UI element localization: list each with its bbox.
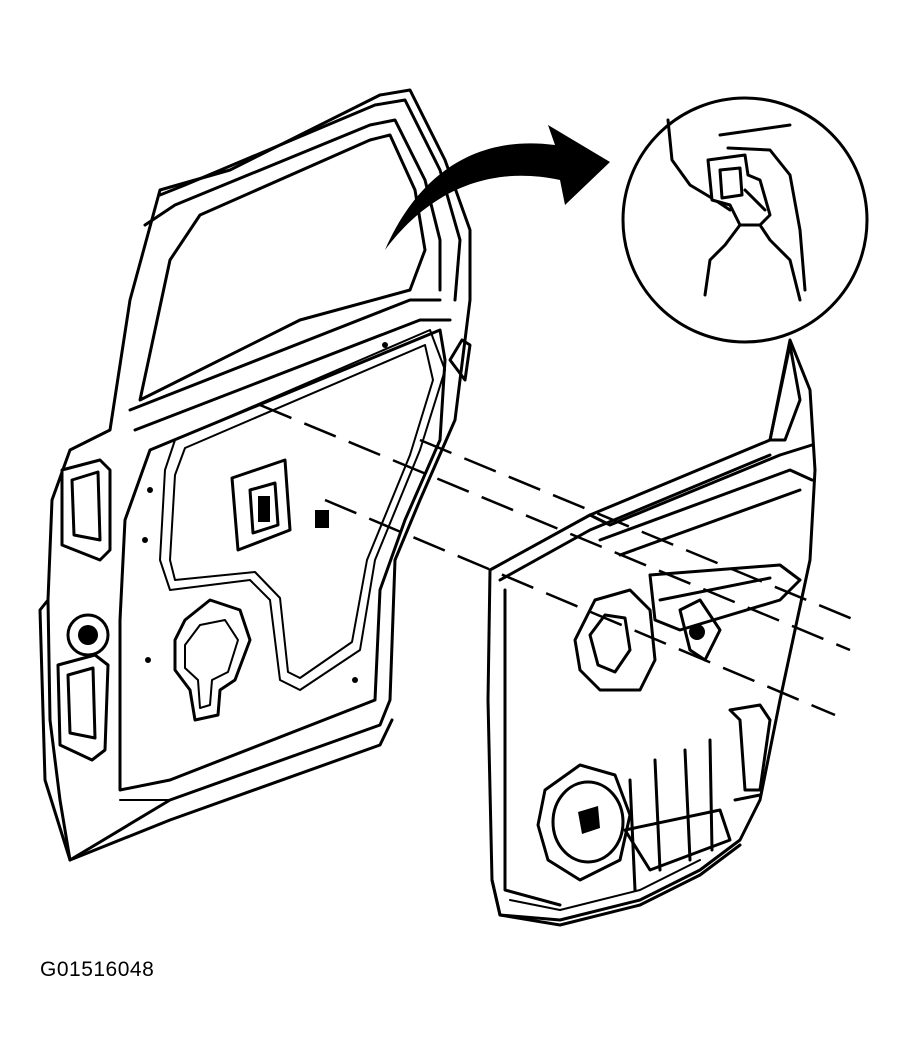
figure-code: G01516048 xyxy=(40,958,155,981)
alignment-lines xyxy=(259,403,856,717)
retainer-clip-detail xyxy=(621,96,869,344)
detail-arrow xyxy=(385,125,610,250)
door-trim-panel xyxy=(486,338,817,927)
door-shell xyxy=(38,88,472,862)
